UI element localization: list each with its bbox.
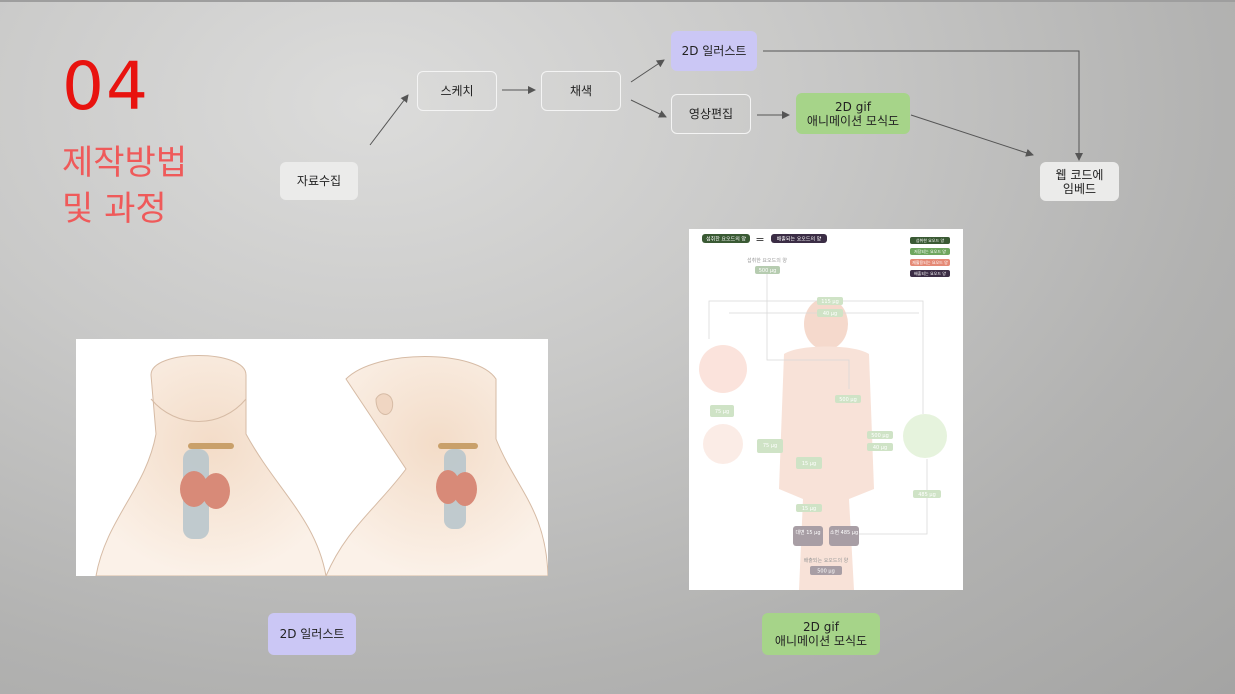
caption-gif: 2D gif 애니메이션 모식도 <box>762 613 880 655</box>
intake-label: 섭취한 요오드의 양 <box>747 257 787 264</box>
value-2: 500 μg <box>839 397 857 403</box>
urine-label: 소변 485 μg <box>830 529 858 536</box>
value-7: 40 μg <box>873 445 887 451</box>
info-header-right: 배출되는 요오드의 양 <box>777 236 822 243</box>
title-line-2: 및 과정 <box>62 189 167 229</box>
intake-value: 500 μg <box>759 268 777 274</box>
value-6: 500 μg <box>871 433 889 439</box>
illust-box: 2D 일러스트 <box>671 31 757 71</box>
feces-box: 대변 15 μg <box>795 529 820 536</box>
excreted-label: 배출되는 요오드의 양 <box>804 557 849 564</box>
value-8: 15 μg <box>802 506 816 512</box>
feces-label: 대변 15 μg <box>795 529 820 536</box>
legend-3: 배출되는 요오드 양 <box>914 270 946 276</box>
value-9: 485 μg <box>918 492 936 498</box>
value-4: 75 μg <box>763 443 777 449</box>
sketch-box: 스케치 <box>417 71 497 111</box>
info-header-left: 섭취한 요오드의 양 <box>706 236 746 243</box>
embed-box: 웹 코드에 임베드 <box>1040 162 1119 201</box>
info-equals: = <box>755 233 764 246</box>
value-3: 75 μg <box>715 409 729 415</box>
caption-illust: 2D 일러스트 <box>268 613 356 655</box>
top-border <box>0 0 1235 2</box>
value-1: 40 μg <box>823 311 837 317</box>
color-box: 채색 <box>541 71 621 111</box>
edit-box: 영상편집 <box>671 94 751 134</box>
legend-2: 재활용되는 요오드 양 <box>912 259 948 265</box>
excreted-value: 500 μg <box>817 569 835 575</box>
urine-box: 소변 485 μg <box>830 529 858 536</box>
slide-title: 제작방법 및 과정 <box>62 140 187 232</box>
value-0: 115 μg <box>821 299 839 305</box>
legend-1: 저장되는 요오드 양 <box>914 248 946 254</box>
legend-0: 섭취한 요오드 양 <box>916 237 945 243</box>
gif-box: 2D gif 애니메이션 모식도 <box>796 93 910 134</box>
collect-box: 자료수집 <box>280 162 358 200</box>
iodine-infographic: 섭취한 요오드의 양 = 배출되는 요오드의 양 섭취한 요오드 양 저장되는 … <box>689 229 963 590</box>
slide-number: 04 <box>62 48 150 125</box>
title-line-1: 제작방법 <box>62 143 188 183</box>
value-5: 15 μg <box>802 461 816 467</box>
thyroid-illustration <box>76 339 548 576</box>
